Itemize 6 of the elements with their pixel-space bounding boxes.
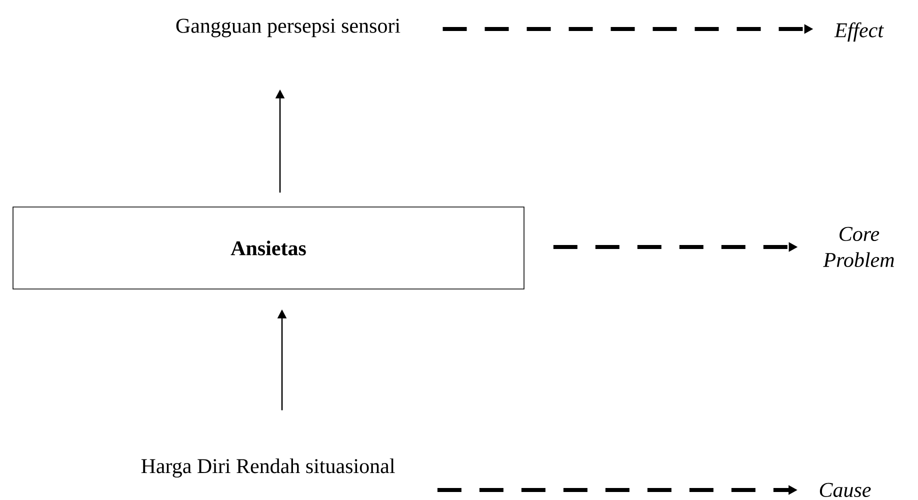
node-text: Harga Diri Rendah situasional xyxy=(141,458,395,478)
node-text: Gangguan persepsi sensori xyxy=(176,18,400,38)
category-label: Effect xyxy=(834,22,884,42)
process-box: Ansietas xyxy=(12,206,524,290)
category-label: Cause xyxy=(820,482,871,498)
category-label: Core Problem xyxy=(823,226,894,268)
